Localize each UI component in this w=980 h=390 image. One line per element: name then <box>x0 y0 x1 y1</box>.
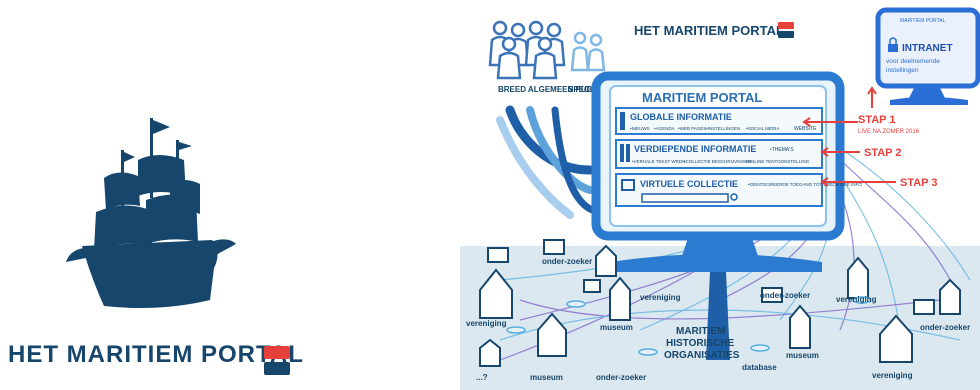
node-label-9: museum <box>530 373 563 382</box>
house-icon <box>789 304 811 349</box>
base-caption-2: HISTORISCHE <box>666 338 734 349</box>
section-deep-note-3: •COLLECTIE BESCHRIJVINGEN <box>684 159 751 164</box>
deep-info-icon <box>620 144 624 162</box>
screen-title: MARITIEM PORTAL <box>642 90 762 105</box>
section-global-note-3: •WEB PAGES <box>678 126 706 131</box>
audience-arrows <box>496 105 596 219</box>
house-icon <box>479 268 513 319</box>
section-global <box>615 107 823 135</box>
sailing-ship-icon <box>66 118 236 308</box>
portal-sketch: BREED ALGEMEEN PUBLIEK SPEC GEINTE HET M… <box>460 0 980 390</box>
stage-2-label: STAP 2 <box>864 147 902 159</box>
house-icon <box>879 314 913 363</box>
sketch-title: HET MARITIEM PORTAL <box>634 23 784 38</box>
node-label-4: vereniging <box>640 293 681 302</box>
house-icon <box>595 244 617 277</box>
node-label-8: onder-zoeker <box>596 373 646 382</box>
computer-icon <box>913 299 935 315</box>
network-buildings <box>479 239 961 367</box>
house-icon <box>847 256 869 299</box>
node-label-3: museum <box>600 323 633 332</box>
section-virtual-note: •GEINTEGREERDE TOEGANG TOT SPECIFIEKE IN… <box>748 182 862 187</box>
stage-1-note: LIVE NA ZOMER 2016 <box>858 129 920 135</box>
computer-icon <box>487 247 509 263</box>
section-global-note-5: •SOCIAL MEDIA <box>746 126 779 131</box>
node-label-7: museum <box>786 351 819 360</box>
section-deep-note-1: •THEMA'S <box>770 147 794 153</box>
node-label-5: onder-zoeker <box>760 291 810 300</box>
base-caption-3: ORGANISATIES <box>664 350 740 361</box>
section-deep-note-2: •VERHALE TEKST WRDN <box>632 159 685 164</box>
monitor-stand <box>706 272 730 360</box>
computer-icon <box>761 287 783 303</box>
intranet-monitor-icon <box>875 7 980 105</box>
section-global-note-4: •INSTELLINGEN <box>706 126 740 131</box>
computer-icon <box>583 279 601 293</box>
audience-group-icon <box>488 20 606 80</box>
node-label-10: onder-zoeker <box>920 323 970 332</box>
dutch-flag-icon <box>264 346 290 375</box>
audience-label-1: BREED ALGEMEEN PUBLIEK <box>498 85 611 94</box>
base-caption-1: MARITIEM <box>676 326 725 337</box>
info-icon <box>620 112 625 130</box>
intranet-sub-1: voor deelnemende <box>886 58 940 65</box>
house-icon <box>939 278 961 315</box>
section-global-title: GLOBALE INFORMATIE <box>630 112 732 122</box>
logo-panel: HET MARITIEM PORTAL <box>0 0 460 390</box>
intranet-title: INTRANET <box>902 43 953 54</box>
house-icon <box>609 276 631 321</box>
node-label-1: vereniging <box>466 319 507 328</box>
section-global-note-6: WEBSITE <box>794 126 817 132</box>
image-icon <box>621 179 635 191</box>
stage-1-label: STAP 1 <box>858 114 896 126</box>
search-icon[interactable] <box>730 193 738 201</box>
stage-arrows <box>802 86 896 187</box>
intranet-top: MARITIEM PORTAL <box>900 18 946 24</box>
lock-icon <box>888 37 898 52</box>
computer-icon <box>543 239 565 255</box>
node-label-11: vereniging <box>872 371 913 380</box>
database-icons <box>506 296 872 356</box>
section-global-note-1: •NIEUWS <box>630 126 650 131</box>
node-label-13: ...? <box>476 373 488 382</box>
dutch-flag-icon <box>778 22 794 38</box>
section-deep-note-4: •ONLINE TENTOONSTELLING <box>746 159 810 164</box>
house-icon <box>537 312 567 357</box>
node-label-12: database <box>742 363 777 372</box>
stage-3-label: STAP 3 <box>900 177 938 189</box>
node-label-6: vereniging <box>836 295 877 304</box>
house-icon <box>479 338 501 367</box>
section-virtual-title: VIRTUELE COLLECTIE <box>640 179 738 189</box>
section-deep-title: VERDIEPENDE INFORMATIE <box>634 144 756 154</box>
search-input[interactable] <box>641 193 729 203</box>
node-label-2: onder-zoeker <box>542 257 592 266</box>
section-deep <box>615 139 823 169</box>
intranet-sub-2: instellingen <box>886 67 919 74</box>
section-global-note-2: •AGENDA <box>654 126 675 131</box>
logo-text: HET MARITIEM PORTAL <box>8 341 304 368</box>
